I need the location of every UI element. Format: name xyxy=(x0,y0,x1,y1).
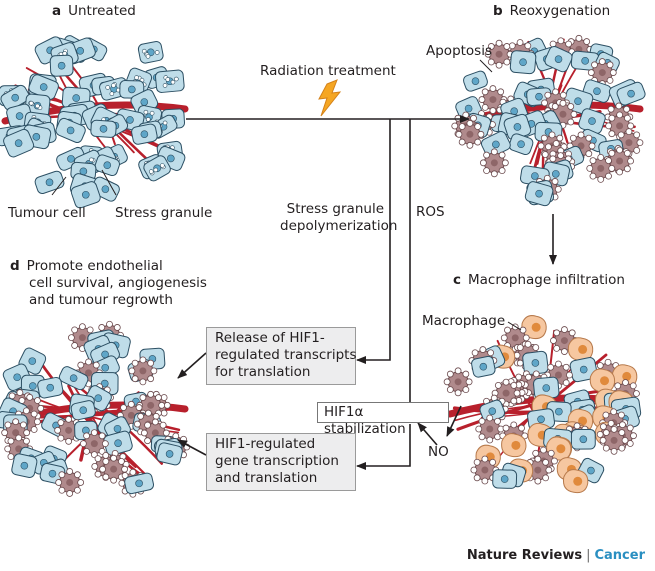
tumour-cell xyxy=(471,355,496,378)
label-leader-lines xyxy=(51,59,522,331)
apoptotic-cell xyxy=(55,468,85,497)
arrow-no-to-hif1-stabilization xyxy=(417,422,438,446)
panel-letter-c: c xyxy=(453,272,462,288)
arrow-gene-to-tumour-d xyxy=(177,439,207,456)
macrophage-cell xyxy=(589,368,616,393)
untreated-tumour-illustration xyxy=(0,35,189,209)
macrophage-infiltrated-tumour-illustration xyxy=(443,315,642,494)
tumour-cells xyxy=(451,34,646,207)
pathway-connectors xyxy=(177,115,557,470)
tumour-cell xyxy=(34,170,65,195)
apoptotic-cell xyxy=(475,414,505,444)
tumour-cell xyxy=(90,119,117,138)
panel-letter-b: b xyxy=(493,3,503,19)
tumour-cell xyxy=(137,41,164,64)
tumour-cell xyxy=(143,155,171,182)
tumour-cell xyxy=(582,79,612,103)
lightning-bolt-icon xyxy=(318,79,342,117)
panel-letter-a: a xyxy=(52,3,62,19)
tumour-cell xyxy=(24,93,51,118)
arrow-macrophage-to-no xyxy=(446,405,462,437)
tumour-cell xyxy=(0,84,30,111)
tumour-cells xyxy=(443,315,642,494)
apoptotic-cell xyxy=(484,39,514,69)
apoptotic-cell xyxy=(443,367,473,397)
tumour-cell xyxy=(11,453,38,479)
apoptotic-cell xyxy=(99,454,129,484)
journal-section: Cancer xyxy=(594,548,645,563)
tumour-cell xyxy=(70,400,96,421)
regrowing-tumour-illustration xyxy=(0,320,191,498)
apoptotic-cell xyxy=(455,119,485,149)
tumour-cell xyxy=(70,181,101,209)
tumour-cell xyxy=(131,123,158,145)
apoptotic-cell xyxy=(128,356,158,386)
macrophage-cell xyxy=(501,433,527,458)
label-ros: ROS xyxy=(416,204,445,220)
tumour-cell xyxy=(155,69,185,93)
macrophage-cell xyxy=(562,469,589,494)
apoptotic-cell xyxy=(79,429,109,459)
tumour-cell xyxy=(492,469,518,489)
apoptotic-cell xyxy=(523,455,553,485)
arrow-release-to-tumour-d xyxy=(177,352,207,379)
tumour-cells xyxy=(0,320,191,498)
tumour-cell xyxy=(463,70,488,92)
tumour-cell xyxy=(156,442,183,466)
panel-letter-d: d xyxy=(10,258,20,274)
label-no: NO xyxy=(428,444,449,460)
hif1-gene-transcription-box: HIF1-regulated gene transcription and tr… xyxy=(206,433,356,491)
tumour-cell xyxy=(524,181,554,207)
reoxygenated-tumour-illustration xyxy=(451,34,646,207)
tumour-cell xyxy=(37,376,64,399)
apoptotic-cell xyxy=(586,153,616,183)
label-tumour-cell: Tumour cell xyxy=(8,205,86,221)
label-stress-granule: Stress granule xyxy=(115,205,213,221)
arrow-stress-granule-release xyxy=(356,119,391,364)
tumour-cell xyxy=(49,54,74,77)
journal-credit: Nature Reviews|Cancer xyxy=(467,548,645,563)
journal-name: Nature Reviews xyxy=(466,548,583,563)
release-of-hif1-transcripts-box: Release of HIF1- regulated transcripts f… xyxy=(206,327,357,385)
apoptotic-cell xyxy=(599,425,629,455)
tumour-cell xyxy=(55,117,86,144)
label-stress-granule-depolymerization: Stress granule depolymerization xyxy=(280,201,398,234)
tumour-cell xyxy=(533,376,560,400)
tumour-cell xyxy=(3,128,35,158)
tumour-cell xyxy=(58,366,89,391)
tumour-cell xyxy=(544,45,573,73)
apoptotic-cell xyxy=(500,323,530,353)
tumour-cell xyxy=(94,154,120,177)
hif1-alpha-stabilization-box: HIF1α stabilization xyxy=(317,402,449,437)
tumour-cell xyxy=(509,50,537,75)
tumour-cell xyxy=(508,133,534,156)
label-radiation-treatment: Radiation treatment xyxy=(260,63,396,79)
label-apoptosis: Apoptosis xyxy=(426,43,493,59)
credit-separator: | xyxy=(586,548,591,563)
tumour-cells xyxy=(0,35,186,209)
macrophage-cell xyxy=(567,337,594,362)
apoptotic-cell xyxy=(479,148,509,178)
tumour-cell xyxy=(28,74,59,100)
tumour-cell xyxy=(570,428,596,450)
arrow-hif1-to-gene-transcription xyxy=(356,424,411,470)
tumour-cell xyxy=(616,81,646,106)
tumour-cell xyxy=(124,472,155,495)
label-macrophage: Macrophage xyxy=(422,313,506,329)
tumour-cell xyxy=(479,399,506,423)
